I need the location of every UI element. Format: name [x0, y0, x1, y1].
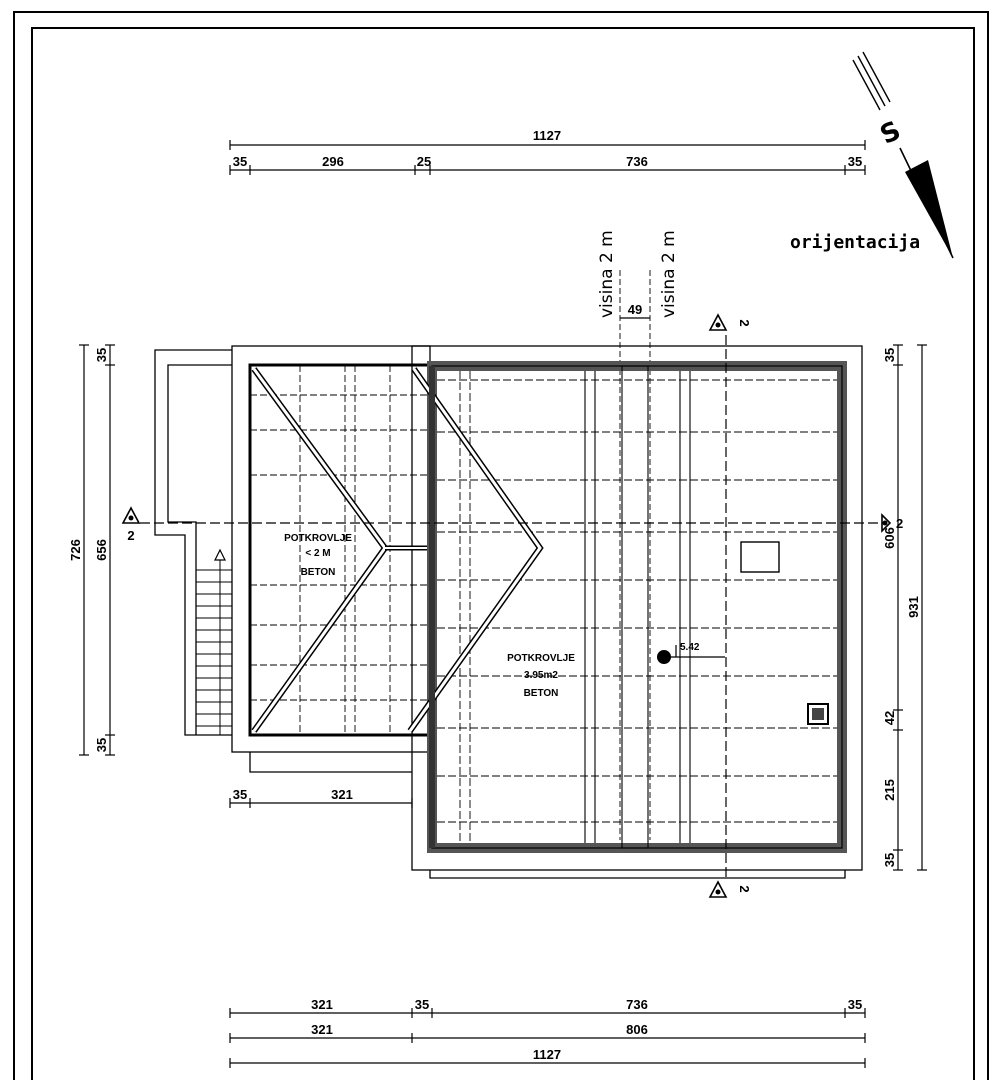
orientation-label: orijentacija — [790, 232, 920, 253]
dim-top-736: 736 — [626, 154, 648, 169]
skylight — [740, 541, 780, 573]
level-marker-icon — [657, 645, 725, 664]
dim-bottom-321b: 321 — [311, 1022, 333, 1037]
right-dimensions — [893, 344, 927, 871]
height-note-2: visina 2 m — [659, 230, 679, 318]
top-dimensions — [229, 140, 866, 175]
section-mark-left-icon: 2 — [121, 506, 141, 543]
dim-left-35-bottom: 35 — [94, 738, 109, 752]
gap-dimension — [619, 270, 651, 840]
dim-bottom-736: 736 — [626, 997, 648, 1012]
dim-bottom-321a: 321 — [311, 997, 333, 1012]
north-arrow-icon: S — [852, 51, 954, 259]
dim-top-25: 25 — [417, 154, 431, 169]
dim-top-296: 296 — [322, 154, 344, 169]
section-mark-top-icon: 2 — [708, 313, 752, 331]
svg-text:< 2 M: < 2 M — [305, 548, 330, 559]
north-letter: S — [876, 116, 906, 151]
dim-mid-321: 321 — [331, 787, 353, 802]
height-note-1: visina 2 m — [597, 230, 617, 318]
dim-gap-49: 49 — [628, 302, 642, 317]
stair-up-arrow-icon — [214, 548, 226, 561]
dim-top-35b: 35 — [848, 154, 862, 169]
inner-frame — [31, 27, 975, 1080]
svg-text:BETON: BETON — [301, 567, 336, 578]
svg-text:POTKROVLJE: POTKROVLJE — [507, 653, 575, 664]
svg-text:POTKROVLJE: POTKROVLJE — [284, 533, 352, 544]
svg-text:BETON: BETON — [524, 688, 559, 699]
svg-text:2: 2 — [896, 516, 903, 531]
staircase — [196, 560, 232, 735]
svg-text:3.95m2: 3.95m2 — [524, 670, 558, 681]
room-label-left: POTKROVLJE < 2 M BETON — [284, 533, 352, 578]
dim-right-931: 931 — [906, 596, 921, 618]
building-outline — [154, 345, 863, 879]
dim-right-606: 606 — [882, 527, 897, 549]
dim-left-656: 656 — [94, 539, 109, 561]
left-roof — [248, 363, 432, 737]
dim-bottom-806: 806 — [626, 1022, 648, 1037]
dim-top-total: 1127 — [533, 128, 561, 143]
bottom-dimensions — [229, 1008, 866, 1068]
dim-right-35-bottom: 35 — [882, 853, 897, 867]
section-mark-right-icon: 2 — [881, 513, 903, 533]
section-mark-bottom-icon: 2 — [708, 880, 752, 898]
dim-mid-35: 35 — [233, 787, 247, 802]
outer-frame — [13, 11, 989, 1080]
svg-text:2: 2 — [737, 319, 752, 326]
dim-right-215: 215 — [882, 779, 897, 801]
svg-text:2: 2 — [737, 885, 752, 892]
dim-left-35-top: 35 — [94, 348, 109, 362]
level-marker-text: 5.42 — [680, 642, 700, 653]
left-dimensions — [79, 344, 115, 756]
svg-text:2: 2 — [127, 528, 134, 543]
dim-top-35a: 35 — [233, 154, 247, 169]
room-label-right: POTKROVLJE 3.95m2 BETON — [507, 653, 575, 699]
right-roof — [407, 361, 847, 853]
dim-right-42: 42 — [882, 711, 897, 725]
dim-bottom-total: 1127 — [533, 1047, 561, 1062]
dim-bottom-35b: 35 — [848, 997, 862, 1012]
dim-left-726: 726 — [68, 539, 83, 561]
dim-bottom-35a: 35 — [415, 997, 429, 1012]
dim-right-35-top: 35 — [882, 348, 897, 362]
mid-dimensions — [229, 798, 413, 808]
